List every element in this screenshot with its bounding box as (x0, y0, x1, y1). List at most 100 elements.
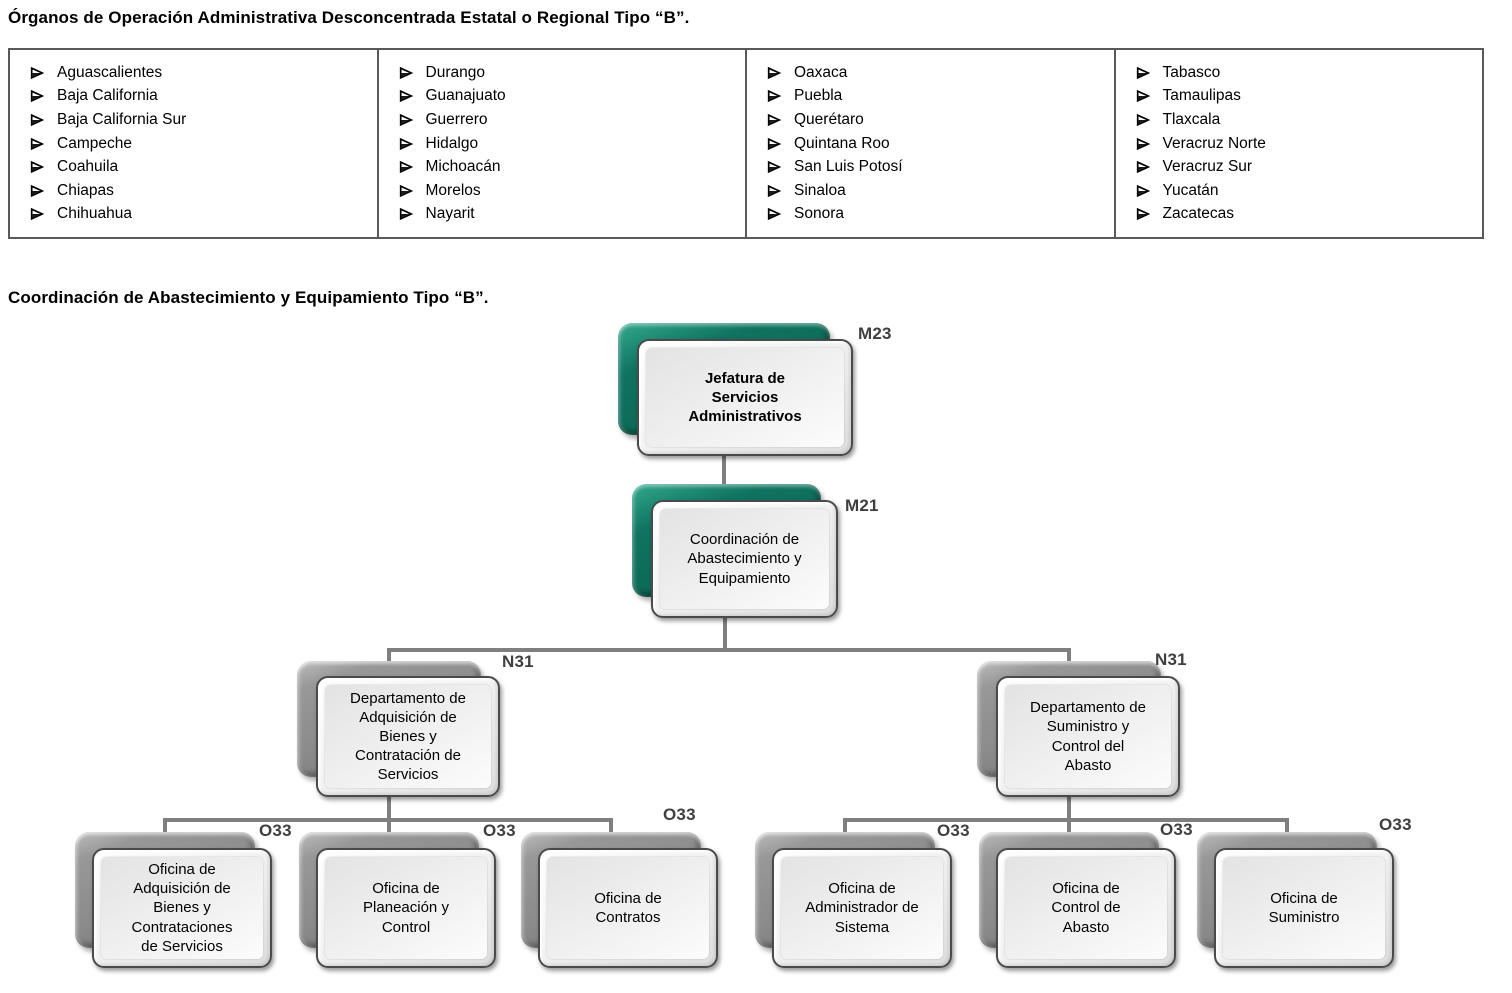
state-name: Veracruz Sur (1162, 158, 1253, 176)
org-node-oficina-planeacion-control: Oficina de Planeación y Control (316, 848, 496, 968)
state-name: San Luis Potosí (794, 158, 903, 176)
state-item: Chiapas (30, 179, 373, 203)
state-item: San Luis Potosí (767, 155, 1110, 179)
arrow-bullet-icon (1136, 113, 1150, 127)
arrow-bullet-icon (1136, 184, 1150, 198)
state-name: Puebla (794, 87, 843, 105)
state-item: Baja California (30, 85, 373, 109)
node-label: Coordinación de Abastecimiento y Equipam… (687, 531, 802, 587)
node-label: Oficina de Planeación y Control (363, 880, 449, 936)
connector-line (723, 612, 727, 652)
grade-label: O33 (483, 821, 516, 840)
state-name: Chiapas (57, 181, 114, 199)
state-name: Coahuila (57, 158, 119, 176)
connector-line (387, 648, 391, 666)
org-node-oficina-suministro: Oficina de Suministro (1214, 848, 1394, 968)
arrow-bullet-icon (1136, 89, 1150, 103)
state-name: Durango (425, 63, 485, 81)
arrow-bullet-icon (30, 137, 45, 151)
state-item: Tlaxcala (1136, 108, 1479, 132)
grade-label: O33 (937, 821, 970, 840)
connector-line (1067, 818, 1071, 836)
state-item: Tabasco (1136, 61, 1479, 85)
state-name: Baja California Sur (57, 110, 187, 128)
state-item: Campeche (30, 132, 373, 156)
connector-line (163, 818, 167, 836)
org-node-depto-suministro-control-abasto: Departamento de Suministro y Control del… (996, 676, 1180, 797)
state-name: Chihuahua (57, 205, 132, 223)
state-item: Hidalgo (399, 132, 742, 156)
state-name: Zacatecas (1162, 205, 1235, 223)
arrow-bullet-icon (1136, 66, 1150, 80)
state-item: Durango (399, 61, 742, 85)
node-label: Oficina de Adquisición de Bienes y Contr… (131, 861, 233, 955)
state-name: Tamaulipas (1162, 87, 1241, 105)
node-label: Departamento de Suministro y Control del… (1030, 699, 1146, 774)
arrow-bullet-icon (399, 113, 413, 127)
arrow-bullet-icon (399, 137, 413, 151)
state-item: Oaxaca (767, 61, 1110, 85)
connector-line (843, 818, 847, 836)
state-name: Veracruz Norte (1162, 134, 1266, 152)
grade-label: O33 (1160, 820, 1193, 839)
state-name: Querétaro (794, 110, 864, 128)
state-name: Quintana Roo (794, 134, 890, 152)
state-item: Baja California Sur (30, 108, 373, 132)
state-item: Querétaro (767, 108, 1110, 132)
arrow-bullet-icon (1136, 160, 1150, 174)
state-item: Yucatán (1136, 179, 1479, 203)
connector-line (387, 818, 391, 836)
state-name: Yucatán (1162, 181, 1219, 199)
grade-label: N31 (1155, 650, 1187, 669)
node-label: Jefatura de Servicios Administrativos (688, 369, 802, 426)
arrow-bullet-icon (767, 207, 782, 221)
arrow-bullet-icon (399, 89, 413, 103)
arrow-bullet-icon (399, 207, 413, 221)
org-node-depto-adquisicion-bienes: Departamento de Adquisición de Bienes y … (316, 676, 500, 797)
arrow-bullet-icon (30, 89, 45, 103)
state-name: Guerrero (425, 110, 488, 128)
state-item: Coahuila (30, 155, 373, 179)
connector-line (1067, 794, 1071, 822)
state-name: Campeche (57, 134, 132, 152)
state-name: Nayarit (425, 205, 475, 223)
state-name: Michoacán (425, 158, 501, 176)
state-name: Baja California (57, 87, 158, 105)
arrow-bullet-icon (30, 207, 45, 221)
state-item: Puebla (767, 85, 1110, 109)
state-item: Tamaulipas (1136, 85, 1479, 109)
node-label: Oficina de Suministro (1268, 889, 1340, 926)
arrow-bullet-icon (30, 66, 45, 80)
arrow-bullet-icon (399, 66, 413, 80)
state-name: Sonora (794, 205, 844, 223)
org-node-oficina-administrador-sistema: Oficina de Administrador de Sistema (772, 848, 952, 968)
state-name: Guanajuato (425, 87, 506, 105)
state-name: Oaxaca (794, 63, 848, 81)
connector-line (609, 818, 613, 836)
node-label: Oficina de Contratos (594, 889, 662, 926)
org-node-oficina-adquisicion-bienes: Oficina de Adquisición de Bienes y Contr… (92, 848, 272, 968)
state-item: Nayarit (399, 203, 742, 227)
arrow-bullet-icon (767, 160, 782, 174)
arrow-bullet-icon (399, 160, 413, 174)
state-item: Morelos (399, 179, 742, 203)
state-item: Zacatecas (1136, 203, 1479, 227)
state-name: Aguascalientes (57, 63, 163, 81)
connector-line (722, 450, 726, 486)
state-item: Aguascalientes (30, 61, 373, 85)
arrow-bullet-icon (767, 184, 782, 198)
arrow-bullet-icon (767, 137, 782, 151)
arrow-bullet-icon (399, 184, 413, 198)
grade-label: O33 (663, 805, 696, 824)
state-item: Guanajuato (399, 85, 742, 109)
state-name: Morelos (425, 181, 481, 199)
arrow-bullet-icon (767, 113, 782, 127)
state-name: Tabasco (1162, 63, 1221, 81)
state-name: Sinaloa (794, 181, 846, 199)
state-item: Chihuahua (30, 203, 373, 227)
state-item: Veracruz Norte (1136, 132, 1479, 156)
